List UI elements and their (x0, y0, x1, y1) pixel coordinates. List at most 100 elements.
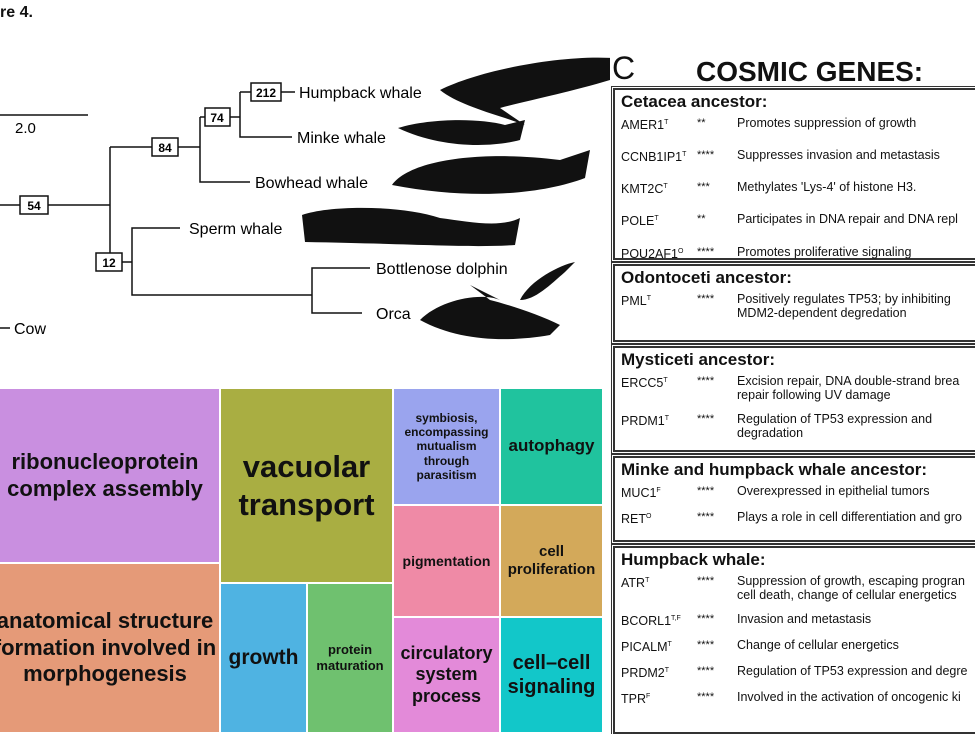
significance: **** (697, 665, 715, 678)
taxon-cow: Cow (14, 321, 46, 338)
gene-description: Promotes proliferative signaling (737, 244, 912, 259)
figure-title: re 4. (0, 4, 33, 21)
significance: **** (697, 413, 715, 425)
gene-symbol: KMT2CT (621, 182, 668, 197)
gene-symbol: ATRT (621, 576, 650, 591)
significance: ** (697, 117, 706, 129)
treemap-cell: vacuolar transport (220, 388, 393, 583)
gene-group-title: Cetacea ancestor: (621, 92, 768, 111)
gene-symbol: PICALMT (621, 640, 672, 655)
gene-symbol: POLET (621, 214, 659, 229)
orca-silhouette (420, 285, 560, 340)
node-root: 54 (27, 199, 41, 213)
treemap-cell: autophagy (500, 388, 603, 505)
gene-description: Regulation of TP53 expression and degre (737, 664, 968, 679)
gene-symbol: POU2AF1O (621, 246, 684, 261)
gene-row: AMER1T ** Promotes suppression of growth (621, 116, 975, 132)
phylogenetic-tree: 2.0 54 84 74 212 12 Humpback whale Minke… (0, 57, 610, 340)
gene-group-title: Odontoceti ancestor: (621, 268, 792, 287)
taxon-bowhead: Bowhead whale (255, 175, 368, 192)
significance: **** (697, 375, 715, 387)
cosmic-title: COSMIC GENES: (696, 56, 924, 87)
significance: *** (697, 181, 710, 194)
gene-symbol: PRDM2T (621, 666, 670, 681)
significance: **** (697, 639, 715, 652)
gene-row: BCORL1T,F****Invasion and metastasis (621, 612, 975, 628)
gene-symbol: RETO (621, 512, 652, 527)
treemap-cell: pigmentation (393, 505, 500, 617)
gene-row: POLET ** Participates in DNA repair and DN… (621, 212, 975, 228)
gene-description: Change of cellular energetics (737, 638, 899, 653)
node-labels: 54 84 74 212 12 (19, 82, 282, 272)
dolphin-silhouette (520, 262, 575, 300)
gene-row: RETO **** Plays a role in cell differentia… (621, 510, 975, 526)
treemap-cell: circulatory system process (393, 617, 500, 733)
gene-row: TPRF****Involved in the activation of on… (621, 690, 975, 706)
gene-row: MUC1F **** Overexpressed in epithelial tum… (621, 484, 975, 500)
sperm-silhouette (302, 207, 520, 247)
gene-group: Mysticeti ancestor: ERCC5T **** Excision re… (611, 344, 975, 454)
gene-row: KMT2CT***Methylates 'Lys-4' of histone H… (621, 180, 975, 196)
gene-symbol: PMLT (621, 294, 651, 309)
significance: **** (697, 245, 715, 258)
significance: **** (697, 511, 715, 524)
treemap-cell: cell–cell signaling (500, 617, 603, 733)
gene-symbol: MUC1F (621, 486, 661, 501)
gene-symbol: ERCC5T (621, 376, 668, 391)
bowhead-silhouette (392, 150, 590, 194)
gene-symbol: CCNB1IP1T (621, 150, 687, 165)
significance: **** (697, 485, 715, 497)
taxon-orca: Orca (376, 306, 411, 323)
treemap-cell: protein maturation (307, 583, 393, 733)
taxon-bottlenose: Bottlenose dolphin (376, 261, 508, 278)
gene-description: Overexpressed in epithelial tumors (737, 484, 930, 498)
treemap-cell: growth (220, 583, 307, 733)
treemap-cell: anatomical structure formation involved … (0, 563, 220, 733)
gene-description: Plays a role in cell differentiation and… (737, 510, 962, 525)
gene-description: Participates in DNA repair and DNA repl (737, 212, 958, 227)
minke-silhouette (398, 120, 525, 145)
gene-group: Odontoceti ancestor: PMLT **** Positively r… (611, 262, 975, 344)
node-humpback: 212 (256, 86, 276, 100)
gene-group: Cetacea ancestor: AMER1T ** Promotes suppre… (611, 86, 975, 262)
gene-group-title: Humpback whale: (621, 550, 766, 569)
treemap-cell: cell proliferation (500, 505, 603, 617)
gene-row: ATRT **** Suppression of growth, escaping … (621, 574, 975, 602)
taxon-labels: Humpback whale Minke whale Bowhead whale… (14, 85, 508, 338)
gene-group-title: Minke and humpback whale ancestor: (621, 460, 928, 479)
gene-symbol: BCORL1T,F (621, 614, 681, 629)
gene-row: POU2AF1O **** Promotes proliferative signa… (621, 245, 975, 261)
tree-branches (0, 91, 370, 329)
gene-row: PICALMT **** Change of cellular energetics (621, 638, 975, 654)
significance: **** (697, 149, 715, 162)
node-odontoceti: 12 (102, 256, 116, 270)
gene-symbol: PRDM1T (621, 414, 670, 429)
panel-letter: C (612, 50, 636, 86)
gene-description: Promotes suppression of growth (737, 116, 917, 130)
treemap-cell: symbiosis, encompassing mutualism throug… (393, 388, 500, 505)
significance: **** (697, 575, 715, 587)
node-minke-humpback: 74 (210, 111, 224, 125)
gene-description: Positively regulates TP53; by inhibiting… (737, 292, 951, 320)
taxon-humpback: Humpback whale (299, 85, 422, 102)
gene-row: CCNB1IP1T****Suppresses invasion and met… (621, 148, 975, 164)
gene-row: PRDM2T **** Regulation of TP53 expression … (621, 664, 975, 680)
gene-symbol: AMER1T (621, 118, 669, 133)
treemap-cell: ribonucleoprotein complex assembly (0, 388, 220, 563)
taxon-minke: Minke whale (297, 130, 386, 147)
gene-row: ERCC5T **** Excision repair, DNA double-st… (621, 374, 975, 402)
taxon-sperm: Sperm whale (189, 221, 282, 238)
whale-silhouettes (302, 57, 610, 340)
node-mysticeti: 84 (158, 141, 172, 155)
gene-group-title: Mysticeti ancestor: (621, 350, 775, 369)
significance: ** (697, 213, 706, 226)
gene-row: PRDM1T **** Regulation of TP53 expression … (621, 412, 975, 440)
gene-group: Minke and humpback whale ancestor: MUC1F *… (611, 454, 975, 544)
gene-row: PMLT **** Positively regulates TP53; by in… (621, 292, 975, 320)
gene-description: Involved in the activation of oncogenic … (737, 690, 961, 705)
gene-symbol: TPRF (621, 692, 651, 707)
significance: **** (697, 293, 715, 305)
